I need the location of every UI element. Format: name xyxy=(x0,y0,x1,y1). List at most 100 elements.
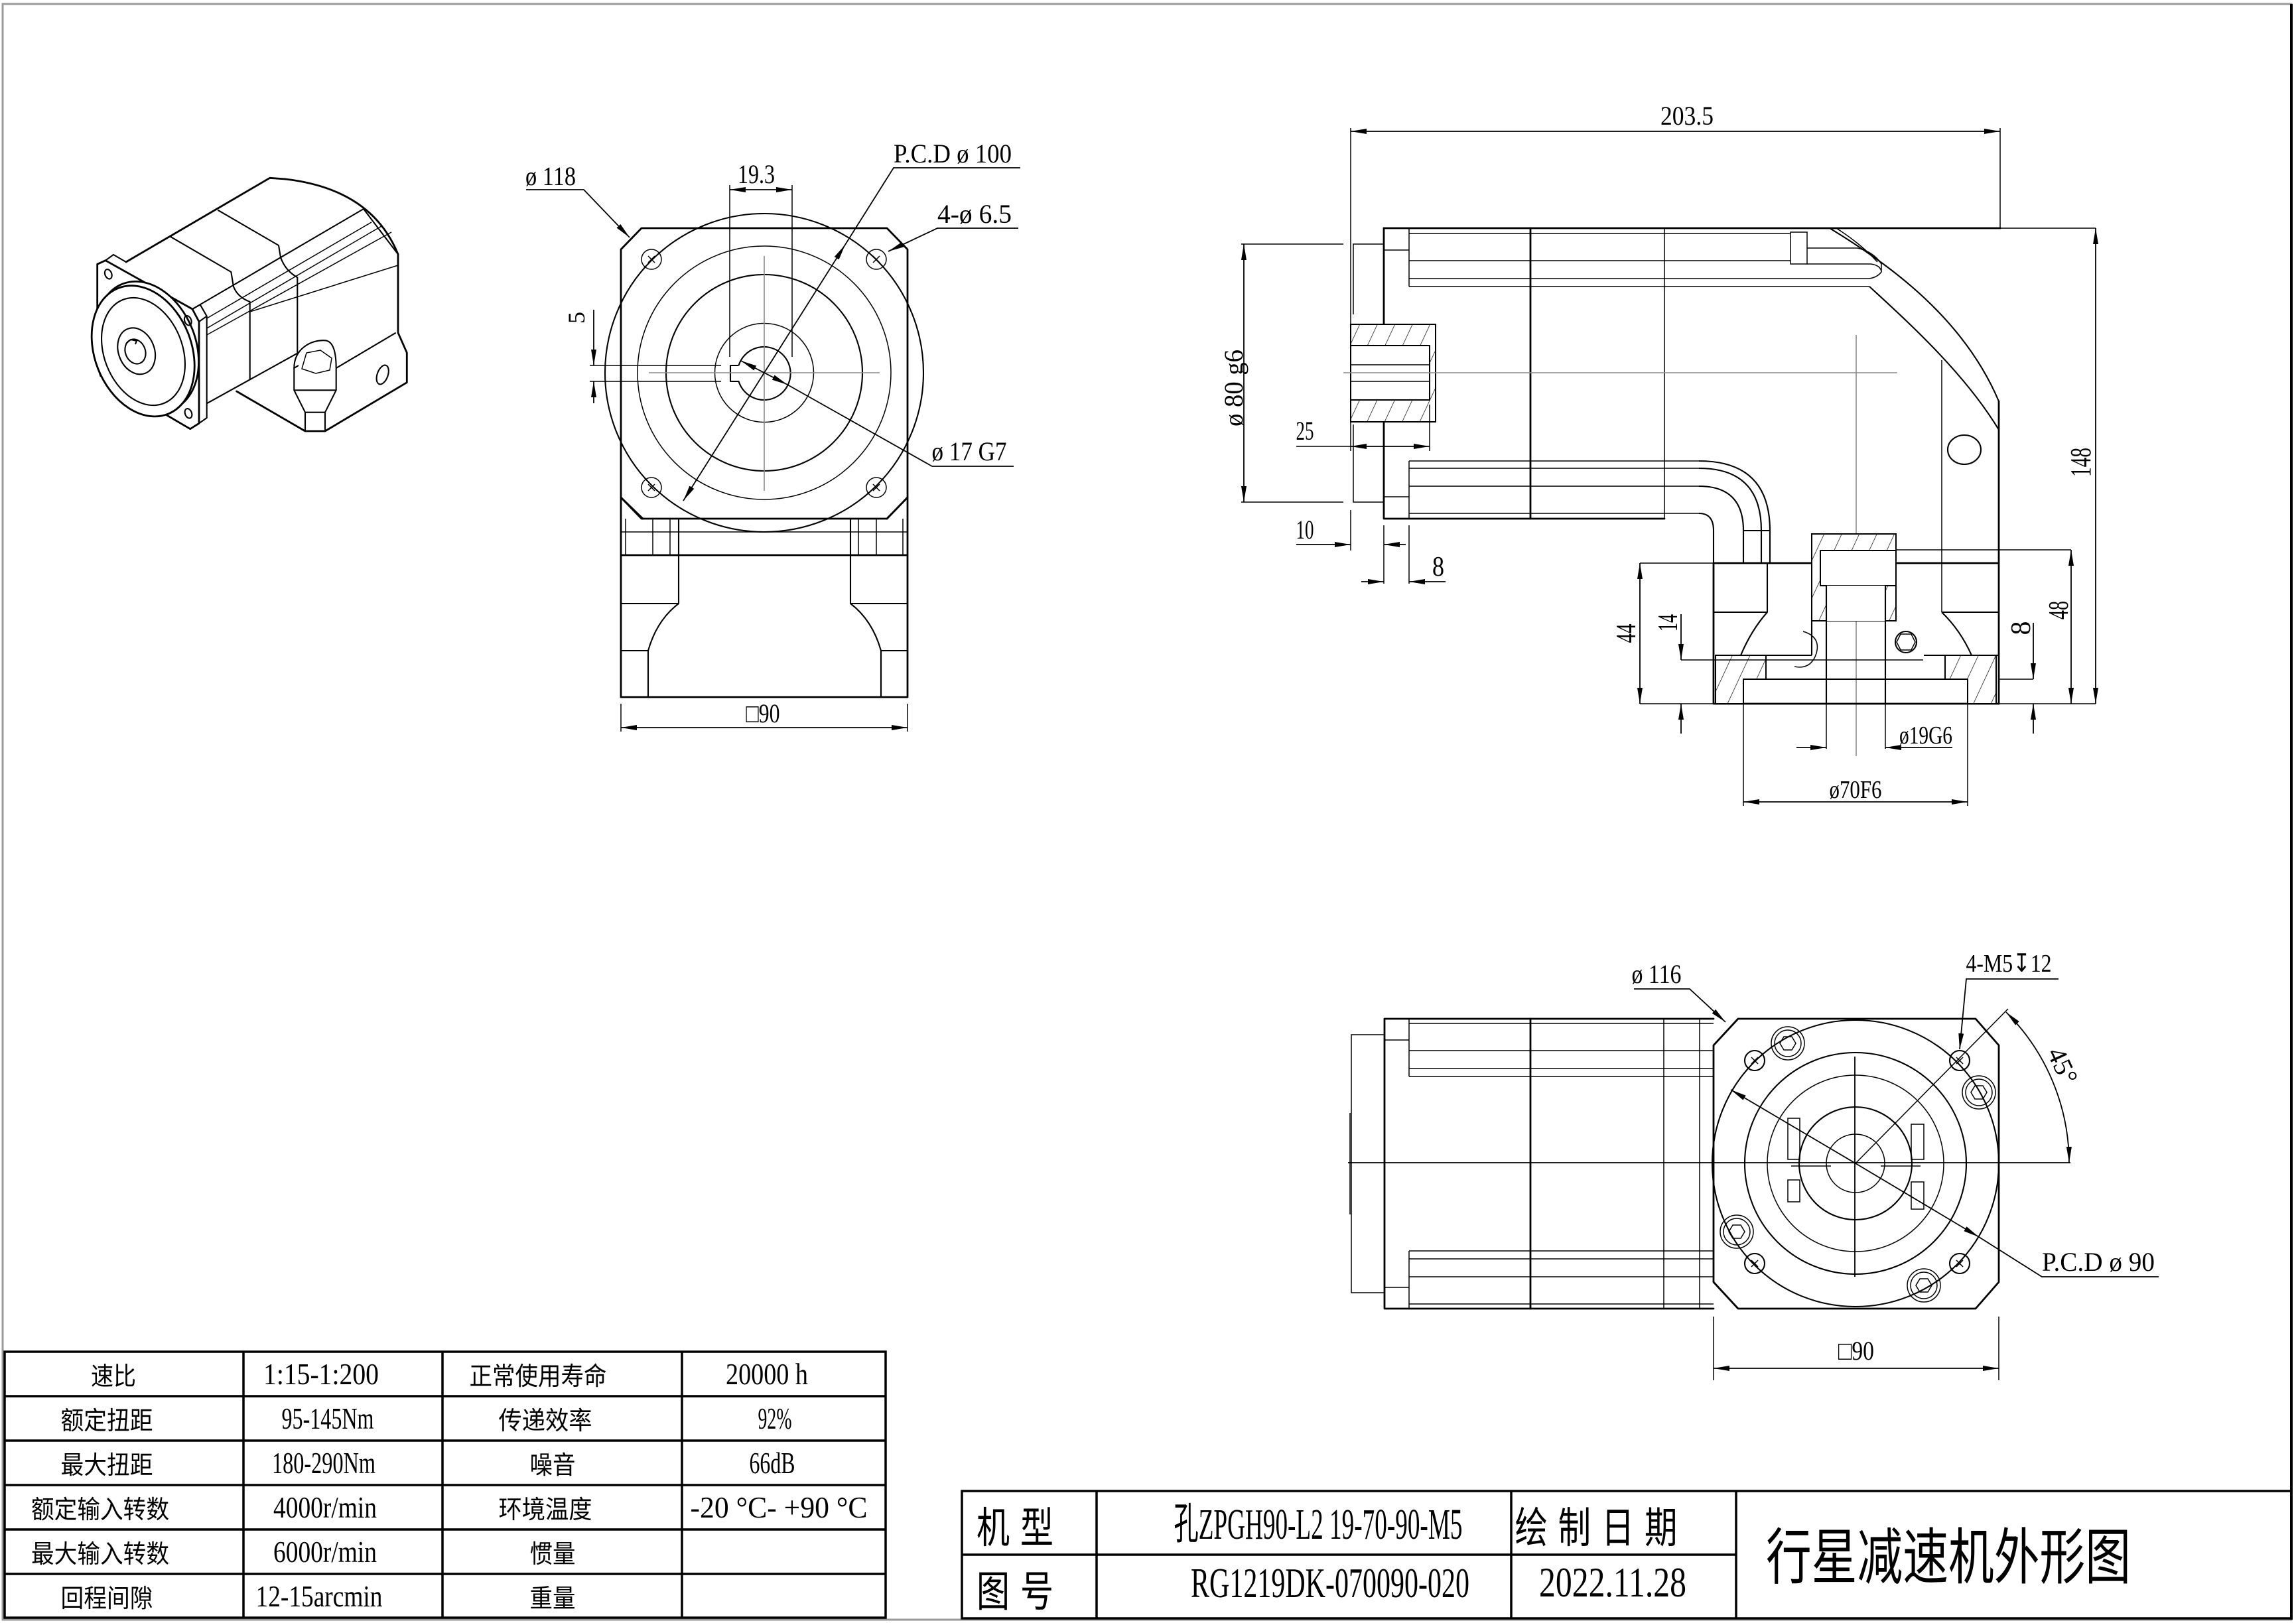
bottom-body-outline xyxy=(1383,1017,1715,1310)
date-value: 2022.11.28 xyxy=(1539,1559,1686,1606)
bottom-bolt-heads xyxy=(1720,1026,1996,1303)
side-output-bore-lines xyxy=(1810,586,1896,704)
bottom-flange-square xyxy=(1712,1017,2000,1310)
side-ext-pilot-length xyxy=(1350,510,1410,584)
side-output-bore xyxy=(1826,586,1885,621)
bottom-pcd-line-lower xyxy=(1855,1163,1980,1238)
bottom-pilot-plate xyxy=(1349,1019,1410,1309)
side-ext-base-height xyxy=(1640,562,1714,704)
mount-hole-icon xyxy=(641,477,662,498)
dim-flange-thickness: 8 xyxy=(1432,552,1444,582)
iso-flange-top-face xyxy=(105,253,208,424)
side-fin-elbows xyxy=(1698,460,1771,563)
side-bottom-fins xyxy=(1409,460,1699,514)
spec-value: 1:15-1:200 xyxy=(263,1357,379,1391)
tapped-hole-icon xyxy=(1948,1049,1971,1072)
front-ring-circle xyxy=(637,245,892,500)
bottom-bore-circle xyxy=(1826,1134,1885,1193)
dim-front-square: □90 xyxy=(746,698,780,728)
iso-bore-boss xyxy=(117,327,157,375)
bottom-angle-ray xyxy=(1855,1008,2009,1164)
bolt-head-icon xyxy=(1962,1075,1996,1110)
iso-key-notch xyxy=(125,338,138,345)
bolt-hex-icon xyxy=(1728,1224,1745,1239)
side-top-fins xyxy=(1409,233,1869,287)
dim-pcd-90: P.C.D ø 90 xyxy=(2042,1247,2155,1277)
dim-base-height: 44 xyxy=(1611,624,1642,643)
dim-output-pilot: ø70F6 xyxy=(1830,776,1882,804)
spec-label: 传递效率 xyxy=(499,1406,592,1435)
spec-label: 额定输入转数 xyxy=(31,1495,169,1524)
spec-table: 速比 1:15-1:200 正常使用寿命 20000 h 额定扭距 95-145… xyxy=(3,1350,887,1619)
dim-output-height: 48 xyxy=(2044,601,2074,619)
mount-hole-icon xyxy=(866,249,887,270)
side-output-shaft-recess xyxy=(1820,550,1897,586)
bottom-pilot-circle xyxy=(1767,1074,1944,1252)
bottom-inner-circle xyxy=(1798,1106,1913,1221)
front-view: ø 118 19.3 P.C.D ø 100 4-ø 6.5 ø 17 G7 5… xyxy=(525,139,1020,732)
title-block: 机 型 孔ZPGH90-L2 19-70-90-M5 图 号 RG1219DK-… xyxy=(961,1490,2293,1620)
spec-value: 4000r/min xyxy=(273,1490,377,1524)
dim-key-width: 19.3 xyxy=(738,159,775,189)
iso-housing-outline xyxy=(236,178,408,432)
bottom-leader-tapped-holes xyxy=(1958,978,2059,1050)
bottom-dim-angle-arc xyxy=(2005,1011,2072,1163)
bolt-head-icon xyxy=(1723,1218,1751,1246)
front-lower-body xyxy=(620,496,909,698)
front-leader-mount-holes xyxy=(888,227,1018,252)
side-base-taper xyxy=(1714,563,1999,656)
iso-seam-1 xyxy=(170,235,251,379)
front-ext-key-depth xyxy=(590,365,721,382)
iso-seam-2 xyxy=(217,209,299,353)
mount-hole-icon xyxy=(866,477,887,498)
spec-label: 额定扭距 xyxy=(61,1406,153,1435)
dim-key-depth: 5 xyxy=(563,312,590,324)
front-leader-flange-dia xyxy=(526,189,630,238)
dim-base-recess: 8 xyxy=(2006,621,2037,635)
bolt-hex-icon xyxy=(1915,1278,1932,1293)
spec-value: 92% xyxy=(758,1401,792,1435)
spec-value: 95-145Nm xyxy=(282,1401,374,1435)
side-fin-end-box xyxy=(1790,231,1808,265)
side-housing-curve-inner xyxy=(1869,286,1999,430)
side-ext-output-pilot xyxy=(1743,704,1968,806)
iso-flange-hole-icon xyxy=(183,315,192,326)
bolt-head-icon xyxy=(1771,1026,1805,1061)
drawing-number-label: 图 号 xyxy=(977,1568,1053,1617)
bottom-outer-circle xyxy=(1711,1019,2000,1308)
iso-base-hole xyxy=(375,364,389,385)
dim-output-bore: ø19G6 xyxy=(1899,722,1952,749)
side-bolt-icon xyxy=(1894,630,1918,654)
tapped-hole-icon xyxy=(1948,1252,1971,1275)
spec-value: 66dB xyxy=(750,1446,795,1480)
spec-label: 重量 xyxy=(530,1584,576,1613)
dim-bottom-square: □90 xyxy=(1838,1336,1874,1366)
bolt-head-icon xyxy=(1907,1268,1941,1303)
side-housing-curve-edge xyxy=(1836,227,1878,263)
side-ext-output-bore xyxy=(1826,704,1886,749)
dim-overall-height: 148 xyxy=(2064,448,2097,477)
bottom-fins xyxy=(1409,1023,1714,1305)
iso-hub-ring xyxy=(101,296,186,407)
dim-base-offset: 14 xyxy=(1653,614,1684,631)
side-ext-overall-length xyxy=(1350,128,2001,324)
side-ext-output-height xyxy=(1896,549,2096,704)
front-leader-bore xyxy=(787,384,1014,467)
tapped-hole-icon xyxy=(1743,1049,1766,1072)
bolt-head-icon xyxy=(1965,1078,1993,1106)
tapped-hole-icon xyxy=(1743,1252,1766,1275)
bottom-pcd-line-upper xyxy=(1730,1089,1856,1164)
spec-row: 额定扭距 95-145Nm 传递效率 92% xyxy=(61,1401,792,1435)
front-pcd-line-upper xyxy=(764,244,846,373)
isometric-view xyxy=(90,176,408,432)
spec-label: 正常使用寿命 xyxy=(470,1362,607,1391)
bottom-pcd-leader xyxy=(1978,1236,2159,1277)
dim-overall-length: 203.5 xyxy=(1660,101,1714,131)
iso-flange-hole-icon xyxy=(103,269,113,280)
dim-bore: ø 17 G7 xyxy=(932,436,1007,466)
front-pcd-line-lower xyxy=(683,372,765,501)
dim-pcd-100: P.C.D ø 100 xyxy=(894,139,1012,168)
spec-value: 180-290Nm xyxy=(272,1446,375,1480)
spec-label: 惯量 xyxy=(530,1539,576,1569)
tapped-hole-cross-marks xyxy=(1751,1057,1964,1267)
